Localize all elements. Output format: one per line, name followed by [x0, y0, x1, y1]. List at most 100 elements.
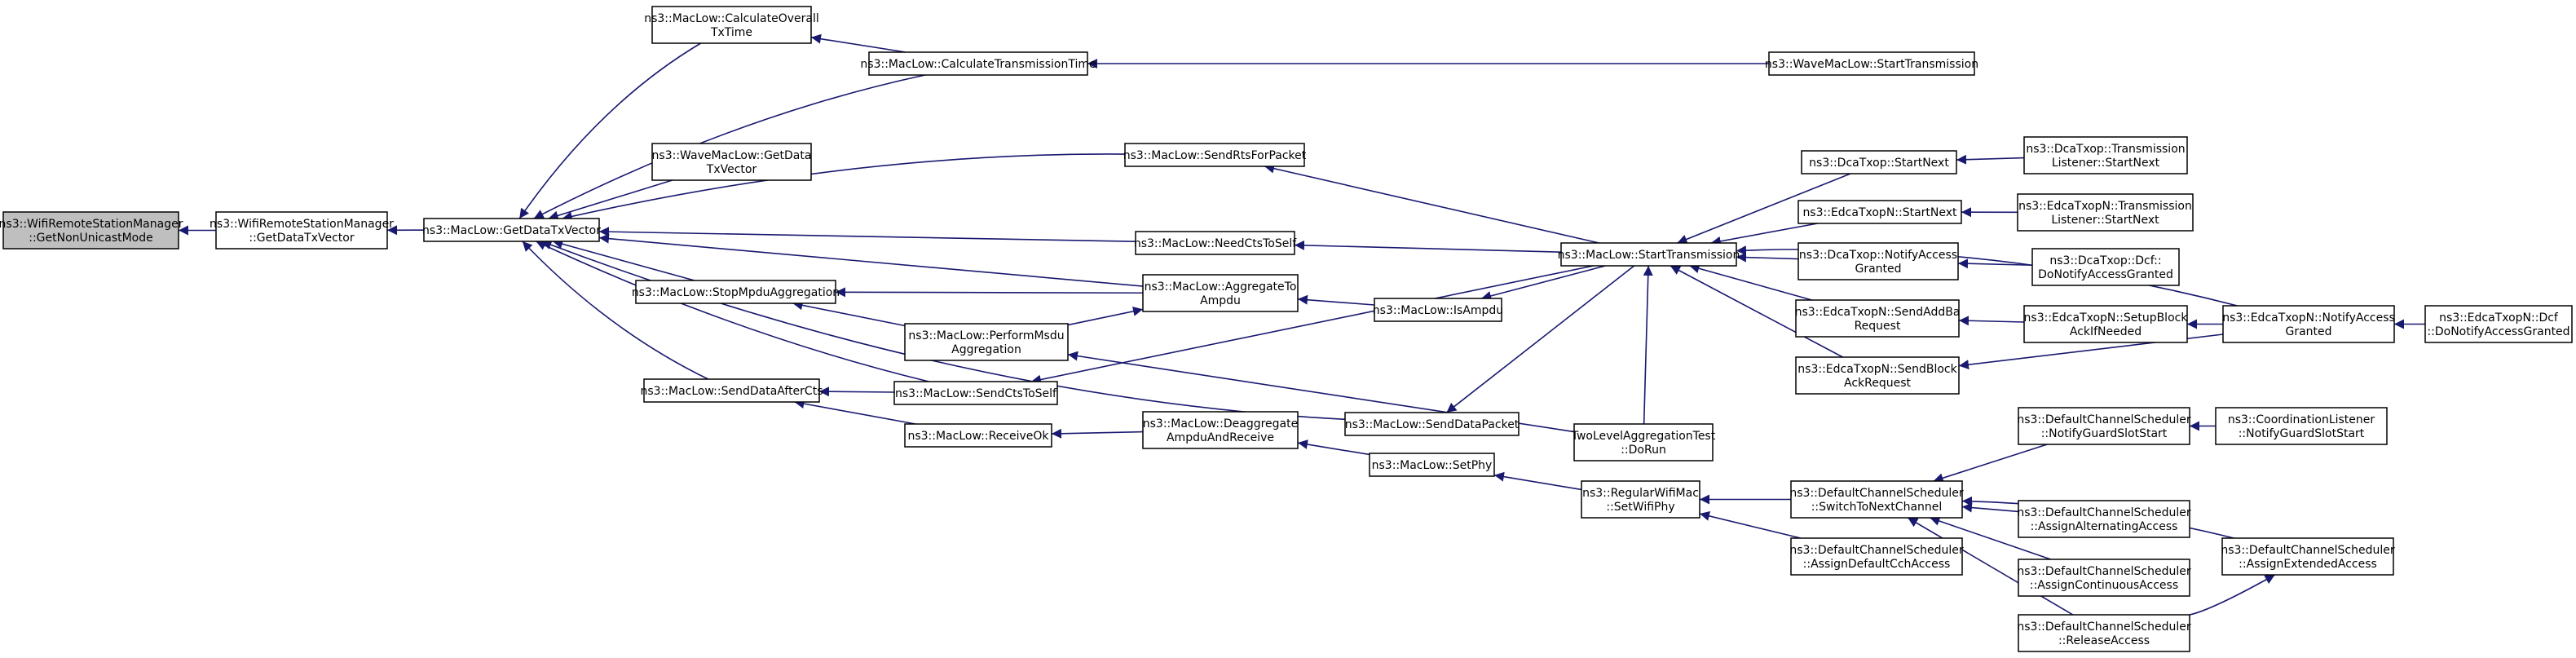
node-box[interactable] [2031, 248, 2180, 286]
node-box[interactable] [1797, 242, 1959, 280]
node-box[interactable] [2, 211, 179, 250]
node-box[interactable] [2221, 537, 2394, 576]
node-box[interactable] [651, 143, 812, 181]
graph-node[interactable]: ns3::MacLow::CalculateTransmissionTime [860, 51, 1096, 76]
node-box[interactable] [904, 323, 1069, 361]
call-edge-n16-to-n14 [1297, 439, 1370, 456]
graph-node[interactable]: ns3::RegularWifiMac::SetWifiPhy [1581, 480, 1700, 519]
node-box[interactable] [1795, 356, 1960, 395]
graph-node[interactable]: ns3::CoordinationListener::NotifyGuardSl… [2215, 407, 2388, 445]
graph-node[interactable]: ns3::DefaultChannelScheduler::SwitchToNe… [1789, 480, 1964, 519]
node-box[interactable] [1124, 143, 1305, 167]
node-box[interactable] [1795, 299, 1960, 338]
node-box[interactable] [423, 218, 600, 242]
call-edge-n17-to-n9 [1297, 294, 1375, 306]
node-box[interactable] [1374, 298, 1502, 322]
node-box[interactable] [1560, 242, 1737, 267]
node-box[interactable] [1142, 411, 1299, 449]
node-label: Ampdu [1200, 294, 1241, 307]
node-box[interactable] [1573, 423, 1714, 461]
node-label: ::SetWifiPhy [1606, 501, 1674, 514]
graph-node[interactable]: ns3::MacLow::ReceiveOk [904, 423, 1052, 448]
node-box[interactable] [1801, 150, 1957, 174]
graph-node[interactable]: ns3::DefaultChannelScheduler::AssignExte… [2221, 537, 2395, 576]
node-box[interactable] [1344, 412, 1520, 436]
call-edge-n3-to-n2 [518, 42, 702, 219]
graph-node[interactable]: ns3::DefaultChannelScheduler::ReleaseAcc… [2017, 614, 2191, 652]
node-label: AckRequest [1844, 377, 1912, 390]
node-box[interactable] [1369, 453, 1495, 477]
node-box[interactable] [1790, 537, 1963, 576]
graph-node[interactable]: ns3::WaveMacLow::StartTransmission [1765, 51, 1978, 76]
graph-node[interactable]: ns3::MacLow::NeedCtsToSelf [1134, 231, 1297, 255]
node-box[interactable] [1768, 51, 1975, 76]
node-box[interactable] [1135, 231, 1295, 255]
graph-node[interactable]: TwoLevelAggregationTest::DoRun [1571, 423, 1716, 461]
call-edge-n10-to-n8 [792, 300, 906, 327]
node-box[interactable] [2023, 305, 2188, 343]
graph-node[interactable]: ns3::EdcaTxopN::TransmissionListener::St… [2017, 193, 2194, 232]
node-box[interactable] [2222, 305, 2395, 343]
node-box[interactable] [1142, 274, 1299, 312]
node-box[interactable] [893, 381, 1058, 405]
graph-node[interactable]: ns3::MacLow::SendDataPacket [1344, 412, 1520, 436]
call-edge-n22-to-n18 [1677, 173, 1851, 245]
graph-node[interactable]: ns3::DefaultChannelScheduler::NotifyGuar… [2017, 407, 2191, 445]
node-box[interactable] [2018, 407, 2190, 445]
node-box[interactable] [2018, 559, 2190, 597]
graph-node[interactable]: ns3::MacLow::StartTransmission [1558, 242, 1740, 267]
graph-node-root[interactable]: ns3::WifiRemoteStationManager::GetNonUni… [0, 211, 183, 250]
graph-node[interactable]: ns3::DefaultChannelScheduler::AssignDefa… [1789, 537, 1964, 576]
node-label: ns3::EdcaTxopN::SetupBlock [2024, 311, 2189, 325]
graph-node[interactable]: ns3::MacLow::GetDataTxVector [422, 218, 601, 242]
graph-node[interactable]: ns3::DefaultChannelScheduler::AssignAlte… [2017, 500, 2191, 538]
node-label: Granted [2285, 325, 2331, 338]
node-box[interactable] [904, 423, 1052, 448]
graph-node[interactable]: ns3::DefaultChannelScheduler::AssignCont… [2017, 559, 2191, 597]
graph-node[interactable]: ns3::DcaTxop::TransmissionListener::Star… [2023, 136, 2188, 174]
node-box[interactable] [2018, 614, 2190, 652]
graph-node[interactable]: ns3::EdcaTxopN::NotifyAccessGranted [2222, 305, 2395, 343]
node-box[interactable] [2424, 305, 2573, 343]
graph-node[interactable]: ns3::DcaTxop::StartNext [1801, 150, 1957, 174]
graph-node[interactable]: ns3::WaveMacLow::GetDataTxVector [651, 143, 812, 181]
node-box[interactable] [2023, 136, 2188, 174]
node-label: ns3::DefaultChannelScheduler [2017, 506, 2190, 519]
graph-node[interactable]: ns3::WifiRemoteStationManager::GetDataTx… [210, 211, 394, 250]
node-box[interactable] [2215, 407, 2388, 445]
graph-node[interactable]: ns3::DcaTxop::Dcf::DoNotifyAccessGranted [2031, 248, 2180, 286]
graph-node[interactable]: ns3::DcaTxop::NotifyAccessGranted [1797, 242, 1959, 280]
graph-node[interactable]: ns3::MacLow::IsAmpdu [1373, 298, 1503, 322]
graph-node[interactable]: ns3::MacLow::SendRtsForPacket [1123, 143, 1307, 167]
node-box[interactable] [2017, 193, 2194, 232]
node-box[interactable] [215, 211, 388, 250]
graph-node[interactable]: ns3::MacLow::StopMpduAggregation [632, 280, 840, 304]
graph-node[interactable]: ns3::MacLow::SetPhy [1369, 453, 1495, 477]
graph-node[interactable]: ns3::EdcaTxopN::Dcf::DoNotifyAccessGrant… [2424, 305, 2573, 343]
call-edge-n36-to-n39 [2189, 574, 2275, 616]
node-box[interactable] [2018, 500, 2190, 538]
node-label: ns3::DefaultChannelScheduler [2221, 544, 2394, 557]
node-label: ns3::DefaultChannelScheduler [1789, 487, 1963, 500]
node-box[interactable] [1790, 480, 1963, 519]
node-box[interactable] [1797, 200, 1962, 224]
node-box[interactable] [643, 378, 820, 403]
node-box[interactable] [868, 51, 1088, 76]
call-edge-n25-to-n18 [1689, 263, 1812, 301]
node-box[interactable] [651, 6, 812, 44]
node-label: ::AssignExtendedAccess [2239, 558, 2377, 571]
call-edge-n12-to-n11 [818, 386, 895, 397]
node-label: ::DoRun [1621, 444, 1666, 457]
graph-node[interactable]: ns3::EdcaTxopN::StartNext [1797, 200, 1962, 224]
node-box[interactable] [635, 280, 836, 304]
graph-node[interactable]: ns3::MacLow::SendCtsToSelf [893, 381, 1058, 405]
graph-node[interactable]: ns3::MacLow::SendDataAfterCts [641, 378, 823, 403]
node-box[interactable] [1581, 480, 1700, 519]
